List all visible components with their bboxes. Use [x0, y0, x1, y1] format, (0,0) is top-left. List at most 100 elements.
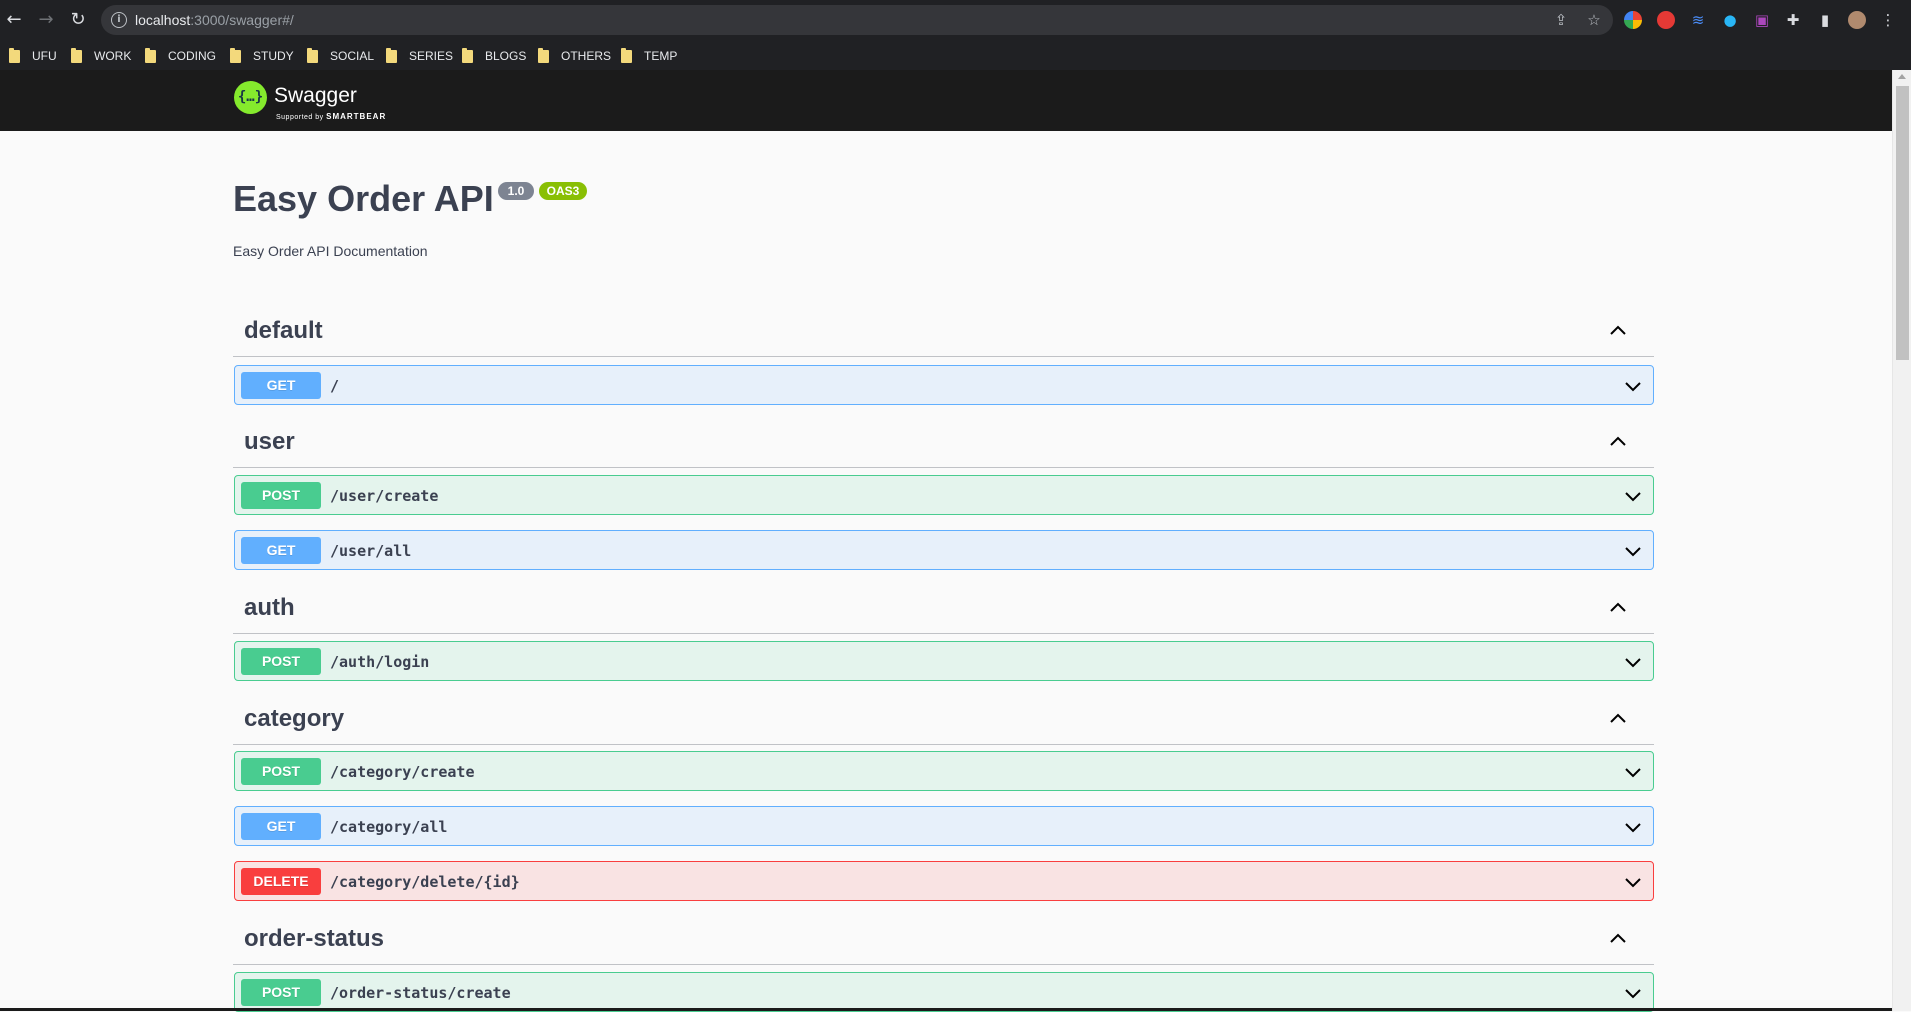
section-title: default [244, 317, 323, 344]
back-icon[interactable]: ← [6, 9, 22, 30]
profile-avatar[interactable] [1848, 11, 1866, 29]
operation-get-user-all[interactable]: GET /user/all [234, 530, 1654, 570]
oas-badge: OAS3 [539, 182, 587, 200]
chevron-down-icon[interactable] [1623, 820, 1643, 834]
bookmarks-bar: UFU WORK CODING STUDY SOCIAL SERIES BLOG… [0, 40, 1911, 70]
folder-icon [230, 47, 241, 63]
site-info-icon[interactable]: i [111, 12, 127, 28]
operation-path: / [330, 377, 340, 395]
bookmark-folder[interactable]: STUDY [230, 47, 294, 65]
bookmark-folder[interactable]: WORK [71, 47, 131, 65]
window-bottom-edge [0, 1008, 1892, 1011]
bookmark-label: SERIES [409, 49, 454, 63]
operation-post-auth-login[interactable]: POST /auth/login [234, 641, 1654, 681]
operation-get-category-all[interactable]: GET /category/all [234, 806, 1654, 846]
section-title: order-status [244, 925, 385, 952]
method-badge: POST [241, 758, 321, 785]
extension-square-icon[interactable]: ▣ [1754, 11, 1770, 29]
address-url[interactable]: localhost:3000/swagger#/ [135, 12, 294, 28]
section-header-category[interactable]: category [233, 697, 1654, 745]
chevron-down-icon[interactable] [1623, 489, 1643, 503]
operation-post-category-create[interactable]: POST /category/create [234, 751, 1654, 791]
operation-post-order-status-create[interactable]: POST /order-status/create [234, 972, 1654, 1012]
menu-dots-icon[interactable]: ⋮ [1880, 11, 1896, 29]
api-description: Easy Order API Documentation [233, 243, 428, 259]
folder-icon [71, 47, 82, 63]
chevron-up-icon[interactable] [1608, 600, 1628, 614]
bookmark-label: TEMP [644, 49, 678, 63]
chevron-up-icon[interactable] [1608, 931, 1628, 945]
bookmark-folder[interactable]: CODING [145, 47, 216, 65]
chevron-down-icon[interactable] [1623, 765, 1643, 779]
extensions-puzzle-icon[interactable]: ✚ [1786, 11, 1800, 29]
address-bar[interactable]: i localhost:3000/swagger#/ ⇪ ☆ [101, 5, 1613, 35]
method-badge: GET [241, 813, 321, 840]
chevron-down-icon[interactable] [1623, 986, 1643, 1000]
browser-toolbar: ← → ↻ i localhost:3000/swagger#/ ⇪ ☆ ≋ ●… [0, 0, 1911, 40]
swagger-logo-subtitle: Supported by SMARTBEAR [276, 112, 387, 121]
folder-icon [538, 47, 549, 63]
extension-red-icon[interactable] [1657, 11, 1675, 29]
folder-icon [307, 47, 318, 63]
section-header-auth[interactable]: auth [233, 586, 1654, 634]
bookmark-label: WORK [94, 49, 132, 63]
section-header-user[interactable]: user [233, 420, 1654, 468]
bookmark-folder[interactable]: BLOGS [462, 47, 526, 65]
chevron-down-icon[interactable] [1623, 379, 1643, 393]
swagger-logo-icon[interactable]: {…} [234, 81, 267, 114]
operation-path: /order-status/create [330, 984, 511, 1002]
page-title: Easy Order API [233, 178, 494, 219]
bookmark-folder[interactable]: TEMP [621, 47, 677, 65]
operation-get-root[interactable]: GET / [234, 365, 1654, 405]
operation-path: /category/create [330, 763, 475, 781]
method-badge: POST [241, 979, 321, 1006]
bookmark-label: BLOGS [485, 49, 527, 63]
bookmark-label: SOCIAL [330, 49, 375, 63]
bookmark-folder[interactable]: SERIES [386, 47, 453, 65]
bookmark-folder[interactable]: OTHERS [538, 47, 611, 65]
scrollbar[interactable] [1892, 70, 1911, 1011]
chevron-up-icon[interactable] [1608, 323, 1628, 337]
forward-icon[interactable]: → [38, 9, 54, 30]
method-badge: POST [241, 482, 321, 509]
method-badge: GET [241, 372, 321, 399]
method-badge: GET [241, 537, 321, 564]
chevron-down-icon[interactable] [1623, 655, 1643, 669]
operation-post-user-create[interactable]: POST /user/create [234, 475, 1654, 515]
side-panel-icon[interactable]: ▮ [1820, 11, 1830, 29]
section-title: user [244, 428, 295, 455]
folder-icon [386, 47, 397, 63]
folder-icon [621, 47, 632, 63]
reload-icon[interactable]: ↻ [70, 9, 86, 30]
scroll-up-arrow-icon[interactable] [1898, 74, 1906, 79]
method-badge: POST [241, 648, 321, 675]
swagger-logo-text[interactable]: Swagger [274, 84, 357, 107]
chevron-down-icon[interactable] [1623, 544, 1643, 558]
extension-waves-icon[interactable]: ≋ [1691, 11, 1705, 29]
section-title: auth [244, 594, 295, 621]
bookmark-star-icon[interactable]: ☆ [1587, 11, 1601, 29]
extension-drop-icon[interactable]: ● [1723, 11, 1737, 29]
operation-path: /user/create [330, 487, 439, 505]
version-badge: 1.0 [498, 182, 534, 200]
extension-color-icon[interactable] [1624, 11, 1642, 29]
section-header-default[interactable]: default [233, 309, 1654, 357]
method-badge: DELETE [241, 868, 321, 895]
scrollbar-thumb[interactable] [1896, 86, 1909, 360]
operation-delete-category[interactable]: DELETE /category/delete/{id} [234, 861, 1654, 901]
bookmark-folder[interactable]: SOCIAL [307, 47, 374, 65]
folder-icon [9, 47, 20, 63]
chevron-up-icon[interactable] [1608, 434, 1628, 448]
bookmark-label: UFU [32, 49, 57, 63]
swagger-topbar: {…} Swagger Supported by SMARTBEAR [0, 70, 1892, 131]
section-header-order-status[interactable]: order-status [233, 917, 1654, 965]
bookmark-label: STUDY [253, 49, 294, 63]
chevron-down-icon[interactable] [1623, 875, 1643, 889]
chevron-up-icon[interactable] [1608, 711, 1628, 725]
operation-path: /user/all [330, 542, 412, 560]
operation-path: /category/delete/{id} [330, 873, 520, 891]
share-icon[interactable]: ⇪ [1554, 11, 1568, 29]
folder-icon [145, 47, 156, 63]
bookmark-folder[interactable]: UFU [9, 47, 57, 65]
operation-path: /category/all [330, 818, 448, 836]
